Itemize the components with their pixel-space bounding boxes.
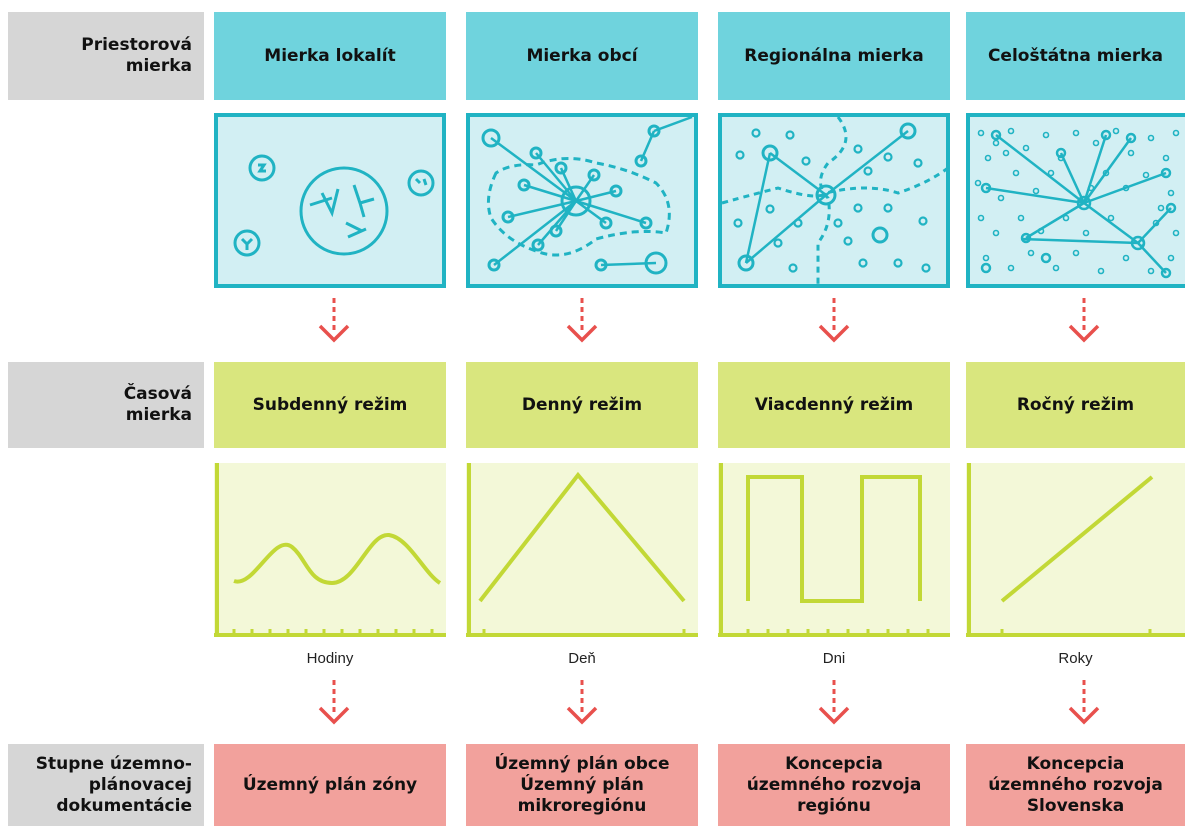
spatial-illustration-regions (718, 113, 950, 288)
axis-label-years: Roky (1058, 650, 1093, 667)
spatial-header-3: Regionálna mierka (718, 12, 950, 100)
spatial-header-1: Mierka lokalít (214, 12, 446, 100)
row-label-planning: Stupne územno-plánovacej dokumentácie (8, 744, 204, 826)
arrow-down-icon (1068, 298, 1100, 343)
temporal-header-4: Ročný režim (966, 362, 1185, 448)
temporal-graph-hours (214, 463, 446, 637)
temporal-graph-days (718, 463, 950, 637)
planning-level-2: Územný plán obce Územný plán mikroregión… (466, 744, 698, 826)
axis-label-days: Dni (822, 650, 846, 667)
spatial-header-2: Mierka obcí (466, 12, 698, 100)
arrow-down-icon (566, 298, 598, 343)
spatial-header-4: Celoštátna mierka (966, 12, 1185, 100)
temporal-graph-years (966, 463, 1185, 637)
spatial-illustration-municipalities (466, 113, 698, 288)
row-label-temporal: Časová mierka (8, 362, 204, 448)
temporal-graph-day (466, 463, 698, 637)
axis-label-day: Deň (568, 650, 596, 667)
temporal-header-2: Denný režim (466, 362, 698, 448)
arrow-down-icon (818, 298, 850, 343)
planning-level-4: Koncepcia územného rozvoja Slovenska (966, 744, 1185, 826)
arrow-down-icon (318, 680, 350, 725)
temporal-header-1: Subdenný režim (214, 362, 446, 448)
axis-label-hours: Hodiny (306, 650, 354, 667)
spatial-illustration-localities (214, 113, 446, 288)
arrow-down-icon (1068, 680, 1100, 725)
arrow-down-icon (818, 680, 850, 725)
planning-level-1: Územný plán zóny (214, 744, 446, 826)
arrow-down-icon (566, 680, 598, 725)
row-label-spatial: Priestorová mierka (8, 12, 204, 100)
planning-level-3: Koncepcia územného rozvoja regiónu (718, 744, 950, 826)
arrow-down-icon (318, 298, 350, 343)
temporal-header-3: Viacdenný režim (718, 362, 950, 448)
spatial-illustration-country (966, 113, 1185, 288)
